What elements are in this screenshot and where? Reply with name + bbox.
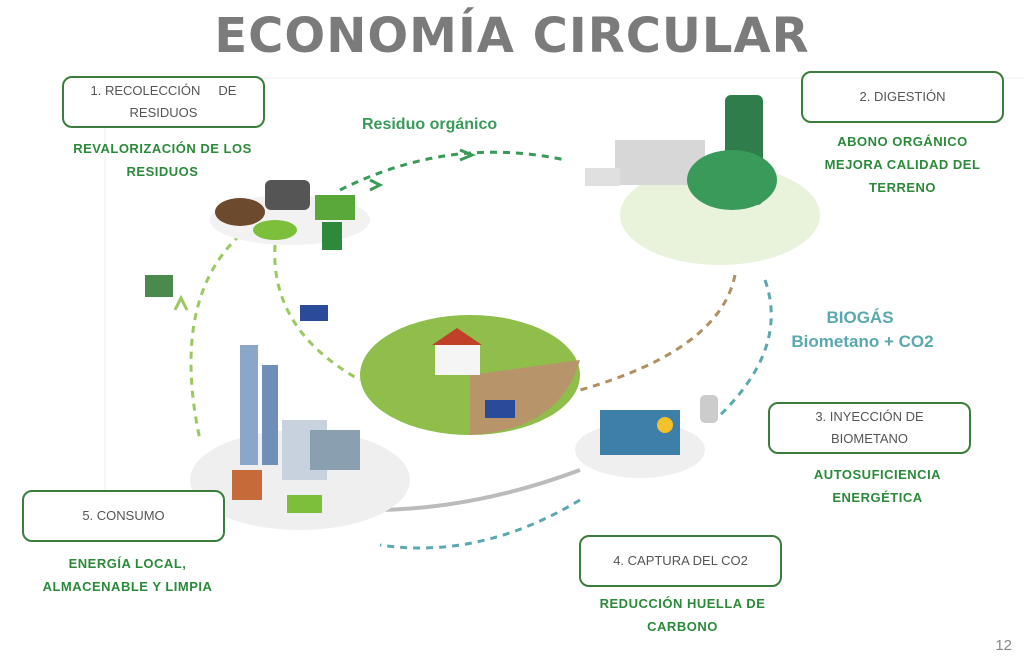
green-bin-icon	[322, 222, 342, 250]
tractor-icon	[485, 400, 515, 418]
garbage-truck-icon	[145, 275, 173, 297]
benefit-line: MEJORA CALIDAD DEL	[824, 157, 981, 172]
step-1-box: 1. RECOLECCIÓN DE RESIDUOS	[62, 76, 265, 128]
benefit-line: ENERGÍA LOCAL,	[68, 556, 187, 571]
benefit-line: CARBONO	[647, 619, 718, 634]
step-4-label: 4. CAPTURA DEL CO2	[613, 553, 748, 568]
tractor-icon	[300, 305, 328, 321]
page-number: 12	[995, 637, 1012, 654]
step-5-label: 5. CONSUMO	[82, 508, 165, 523]
step-3-label: 3. INYECCIÓN DE	[815, 409, 924, 424]
step-4-box: 4. CAPTURA DEL CO2	[579, 535, 782, 587]
waste-bin-icon	[265, 180, 310, 210]
step-4-benefit: REDUCCIÓN HUELLA DE CARBONO	[570, 592, 795, 638]
drop-icon	[657, 417, 673, 433]
benefit-line: REDUCCIÓN HUELLA DE	[599, 596, 766, 611]
arrowhead	[459, 148, 476, 162]
step-3-label: BIOMETANO	[830, 431, 909, 446]
digester-dome	[687, 150, 777, 210]
benefit-line: ENERGÉTICA	[832, 490, 923, 505]
skyscraper	[240, 345, 258, 465]
benefit-line: AUTOSUFICIENCIA	[813, 467, 942, 482]
arrow-collection-to-farm	[273, 244, 361, 382]
arrow-consumption-to-collection	[189, 233, 242, 441]
farmhouse	[435, 345, 480, 375]
arrow-co2-capture	[379, 498, 581, 550]
step-2-label: 2. DIGESTIÓN	[859, 89, 946, 104]
biogas-subtitle: Biometano + CO2	[791, 332, 934, 351]
step-1-label: 1. RECOLECCIÓN DE RESIDUOS	[90, 83, 241, 120]
benefit-line: REVALORIZACIÓN DE LOS	[73, 141, 252, 156]
arrow-waste-to-digestion	[339, 150, 566, 192]
step-3-benefit: AUTOSUFICIENCIA ENERGÉTICA	[765, 463, 990, 509]
step-5-box: 5. CONSUMO	[22, 490, 225, 542]
arrowhead	[173, 294, 189, 311]
step-3-box: 3. INYECCIÓN DE BIOMETANO	[768, 402, 971, 454]
benefit-line: TERRENO	[868, 180, 937, 195]
step-2-box: 2. DIGESTIÓN	[801, 71, 1004, 123]
benefit-line: ALMACENABLE Y LIMPIA	[42, 579, 213, 594]
arrow-biogas	[713, 279, 773, 422]
step-5-benefit: ENERGÍA LOCAL, ALMACENABLE Y LIMPIA	[15, 552, 240, 598]
biogas-title: BIOGÁS	[826, 308, 894, 327]
step-1-benefit: REVALORIZACIÓN DE LOS RESIDUOS	[50, 137, 275, 183]
injection-station	[600, 410, 680, 455]
benefit-line: RESIDUOS	[126, 164, 199, 179]
step-2-benefit: ABONO ORGÁNICO MEJORA CALIDAD DEL TERRENO	[790, 130, 1015, 199]
flow-label: Residuo orgánico	[362, 116, 498, 133]
arrowhead	[369, 178, 384, 192]
page-title: ECONOMÍA CIRCULAR	[214, 8, 810, 64]
waste-pile	[215, 198, 265, 226]
arrow-fertilizer	[579, 274, 737, 392]
truck-icon	[585, 168, 620, 186]
benefit-line: ABONO ORGÁNICO	[837, 134, 968, 149]
